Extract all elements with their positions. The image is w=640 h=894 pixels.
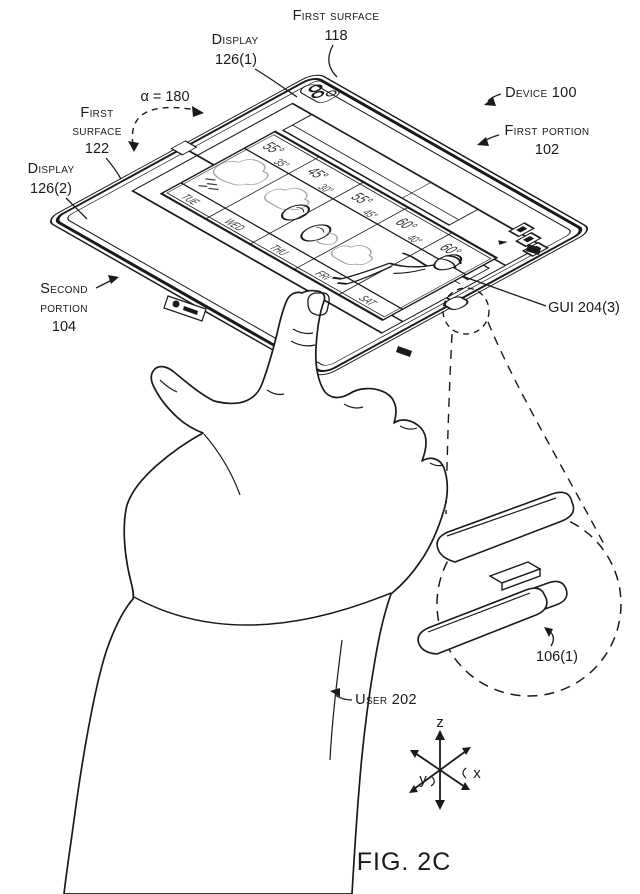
gui-window-inner-frame [166,134,492,318]
leader-line [65,197,88,220]
label-second-portion-104-num: 104 [52,319,76,335]
label-first-surface-122: First [80,105,113,121]
label-gui-204-3: GUI 204(3) [548,300,620,316]
camera-lens-icon [311,90,325,99]
label-alpha-angle: α = 180 [140,89,189,105]
hand-outline [63,289,449,894]
system-tray [498,222,550,257]
arrowhead [128,141,139,152]
leader-line [461,275,547,307]
arrowhead [435,730,445,740]
cloud-sun-icon [264,187,310,221]
hinge-bump [443,296,469,311]
top-strip-frame [281,113,480,226]
angle-arc [131,106,198,146]
top-strip-window [281,113,480,226]
camera-lens-icon [308,84,323,93]
arrowhead [108,275,119,284]
label-first-surface-122-b: surface [72,123,121,139]
label-first-surface-118-num: 118 [324,28,347,44]
label-display-126-2-num: 126(2) [30,181,72,197]
axis-z-label: z [436,714,444,731]
camera-module [300,80,340,103]
leader-line [334,694,353,701]
figure-caption: FIG. 2C [357,848,452,876]
label-display-126-2: Display [28,161,75,177]
arrowhead [410,750,419,758]
label-first-portion-102: First portion [505,123,590,139]
label-display-126-1-num: 126(1) [215,52,257,68]
arrowhead [477,137,489,146]
device: 55° 35° 45° 30° 55° 45° 60° 40° 60° TUE … [50,74,589,376]
label-second-portion-104: Second [40,281,88,297]
edge-port [396,346,412,357]
magnifier-source-circle [442,287,490,335]
leader-line [254,68,298,98]
gui-column-divider [338,232,453,295]
axis-y-label: y [419,771,427,788]
camera-lens-icon [325,90,337,97]
gui-day-divider [180,182,404,310]
sleeve-cuff [133,592,392,626]
tray-icon-glyph [522,235,535,243]
leader-line [105,157,122,180]
weather-gui-window: 55° 35° 45° 30° 55° 45° 60° 40° 60° TUE … [159,130,499,321]
arrowhead [435,800,445,810]
label-first-portion-102-num: 102 [535,142,559,158]
label-first-surface-122-num: 122 [85,141,109,157]
arrowhead [462,747,471,755]
label-user-202: User 202 [355,692,417,708]
arrowhead [409,785,418,793]
axis-x-label: x [473,765,481,782]
edge-logo [163,295,207,322]
hinge-magnifier: 106(1) [417,287,622,697]
arrowhead [192,106,204,117]
person-graphic [331,252,463,285]
label-first-surface-118: First surface [293,8,380,24]
gui-column-divider [293,207,409,270]
top-strip-divider [401,182,432,199]
gui-column-divider [205,156,320,220]
tray-icon-glyph [515,226,528,233]
reference-labels: First surface 118 Display 126(1) α = 180… [28,8,620,708]
leader-line [328,44,338,78]
top-strip-divider [292,124,460,221]
fingernail [307,292,330,316]
hand-creases [159,328,444,761]
edge-sensor [526,244,541,255]
magnifier-funnel-line [445,333,453,515]
tray-arrow-icon [498,240,508,245]
arrowhead [461,782,470,790]
user-hand [63,289,449,894]
rain-cloud-icon [198,159,269,191]
gui-header-divider [243,147,467,276]
axis-icon: z x y [409,714,481,810]
hinge-detail-drawing [417,491,575,655]
arrowhead [330,688,340,697]
label-display-126-1: Display [212,32,259,48]
camera-island [300,80,340,103]
sun-cloud-icon [300,224,338,245]
arrowhead [484,97,496,106]
cloud-icon [330,244,373,266]
hinge-notch [170,140,198,156]
label-device-100: Device 100 [505,85,577,101]
hinge-106-label: 106(1) [536,649,578,665]
arrowhead [544,627,553,637]
label-second-portion-104-b: portion [40,300,87,316]
